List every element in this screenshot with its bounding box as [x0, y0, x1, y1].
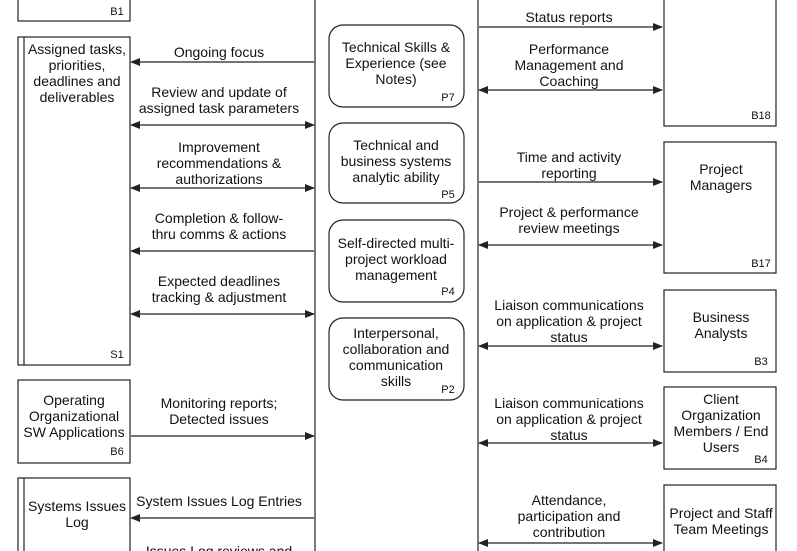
process-box-label: business systems: [341, 153, 451, 169]
left-box-label: deadlines and: [33, 73, 120, 89]
left-flow-label: Review and update of: [151, 84, 287, 100]
left-box-systems-issues-log: [17, 477, 131, 551]
process-box-label: Interpersonal,: [353, 325, 439, 341]
process-box-label: communication: [349, 357, 443, 373]
right-flow-label: reporting: [541, 165, 596, 181]
right-box-label: Analysts: [695, 325, 748, 341]
left-flow-label: assigned task parameters: [139, 100, 299, 116]
right-flow-label: Liaison communications: [494, 395, 643, 411]
process-box-p7: [328, 24, 465, 108]
left-box-code: S1: [110, 349, 123, 361]
left-flow-label: Ongoing focus: [174, 44, 264, 60]
right-box-label: Client: [703, 391, 739, 407]
right-box-label: Organization: [681, 407, 760, 423]
right-flow-label: on application & project: [496, 313, 642, 329]
process-box-label: Self-directed multi-: [338, 235, 455, 251]
left-box-label: SW Applications: [23, 424, 124, 440]
left-box-label: Environment: [35, 0, 114, 1]
right-box-code: B17: [751, 258, 771, 270]
process-box-label: project workload: [345, 251, 447, 267]
left-box-b1: [17, 0, 131, 22]
left-flow-label: Issues Log reviews and: [146, 543, 292, 551]
right-flow-label: status: [550, 329, 587, 345]
left-box-label: deliverables: [40, 89, 115, 105]
process-box-code: P4: [441, 286, 454, 298]
right-box-b3: [663, 289, 777, 373]
right-box-code: B3: [754, 356, 767, 368]
left-flow-label: Improvement: [178, 139, 260, 155]
right-box-label: Project and Staff: [669, 505, 772, 521]
right-flow-label: Time and activity: [517, 149, 622, 165]
left-box-code: B1: [110, 6, 123, 18]
right-flow-label: participation and: [518, 508, 621, 524]
left-flow-label: Expected deadlines: [158, 273, 280, 289]
left-flow-label: thru comms & actions: [152, 226, 287, 242]
process-box-label: Technical Skills &: [342, 39, 451, 55]
process-box-label: Technical and: [353, 137, 439, 153]
left-flow-label: recommendations &: [157, 155, 282, 171]
process-box-label: Experience (see: [345, 55, 446, 71]
right-flow-label: Management and: [515, 57, 624, 73]
left-flow-label: Completion & follow-: [155, 210, 284, 226]
left-flow-label: tracking & adjustment: [152, 289, 287, 305]
right-box-code: B18: [751, 110, 771, 122]
left-box-label: Assigned tasks,: [28, 41, 126, 57]
process-box-label: analytic ability: [352, 169, 439, 185]
left-flow-label: Detected issues: [169, 411, 269, 427]
left-box-label: Systems Issues: [28, 498, 126, 514]
right-flow-label: Performance: [529, 41, 609, 57]
left-flow-label: Monitoring reports;: [161, 395, 278, 411]
right-flow-label: Status reports: [525, 9, 612, 25]
right-flow-label: status: [550, 427, 587, 443]
right-box-label: Managers: [690, 177, 752, 193]
left-box-label: Log: [65, 514, 88, 530]
process-box-p4: [328, 219, 465, 303]
right-flow-label: on application & project: [496, 411, 642, 427]
left-flow-label: System Issues Log Entries: [136, 493, 302, 509]
right-box-label: Team Meetings: [674, 521, 769, 537]
right-box-label: Members / End: [674, 423, 769, 439]
right-flow-label: Attendance,: [532, 492, 607, 508]
right-box-label: Business: [693, 309, 750, 325]
left-box-label: Organizational: [29, 408, 119, 424]
process-box-code: P5: [441, 189, 454, 201]
left-box-label: Operating: [43, 392, 104, 408]
right-box-b17: [663, 141, 777, 274]
left-box-label: priorities,: [49, 57, 106, 73]
left-box-code: B6: [110, 446, 123, 458]
process-box-label: Notes): [375, 71, 416, 87]
right-box-team-meetings: [663, 484, 777, 551]
process-box-p5: [328, 122, 465, 204]
process-box-p2: [328, 317, 465, 401]
right-box-label: Users: [703, 439, 740, 455]
process-box-label: collaboration and: [343, 341, 450, 357]
right-flow-label: Project & performance: [499, 204, 638, 220]
right-flow-label: Coaching: [539, 73, 598, 89]
process-box-label: skills: [381, 373, 411, 389]
process-box-code: P7: [441, 92, 454, 104]
right-box-b4: [663, 386, 777, 470]
right-box-code: B4: [754, 454, 767, 466]
right-flow-label: review meetings: [518, 220, 619, 236]
right-flow-label: contribution: [533, 524, 605, 540]
process-box-label: management: [355, 267, 437, 283]
right-box-b18: [663, 0, 777, 127]
left-box-s1: [17, 36, 131, 366]
left-flow-label: authorizations: [175, 171, 262, 187]
left-box-b6: [17, 379, 131, 464]
right-flow-label: Liaison communications: [494, 297, 643, 313]
right-box-label: Project: [699, 161, 743, 177]
process-box-code: P2: [441, 384, 454, 396]
